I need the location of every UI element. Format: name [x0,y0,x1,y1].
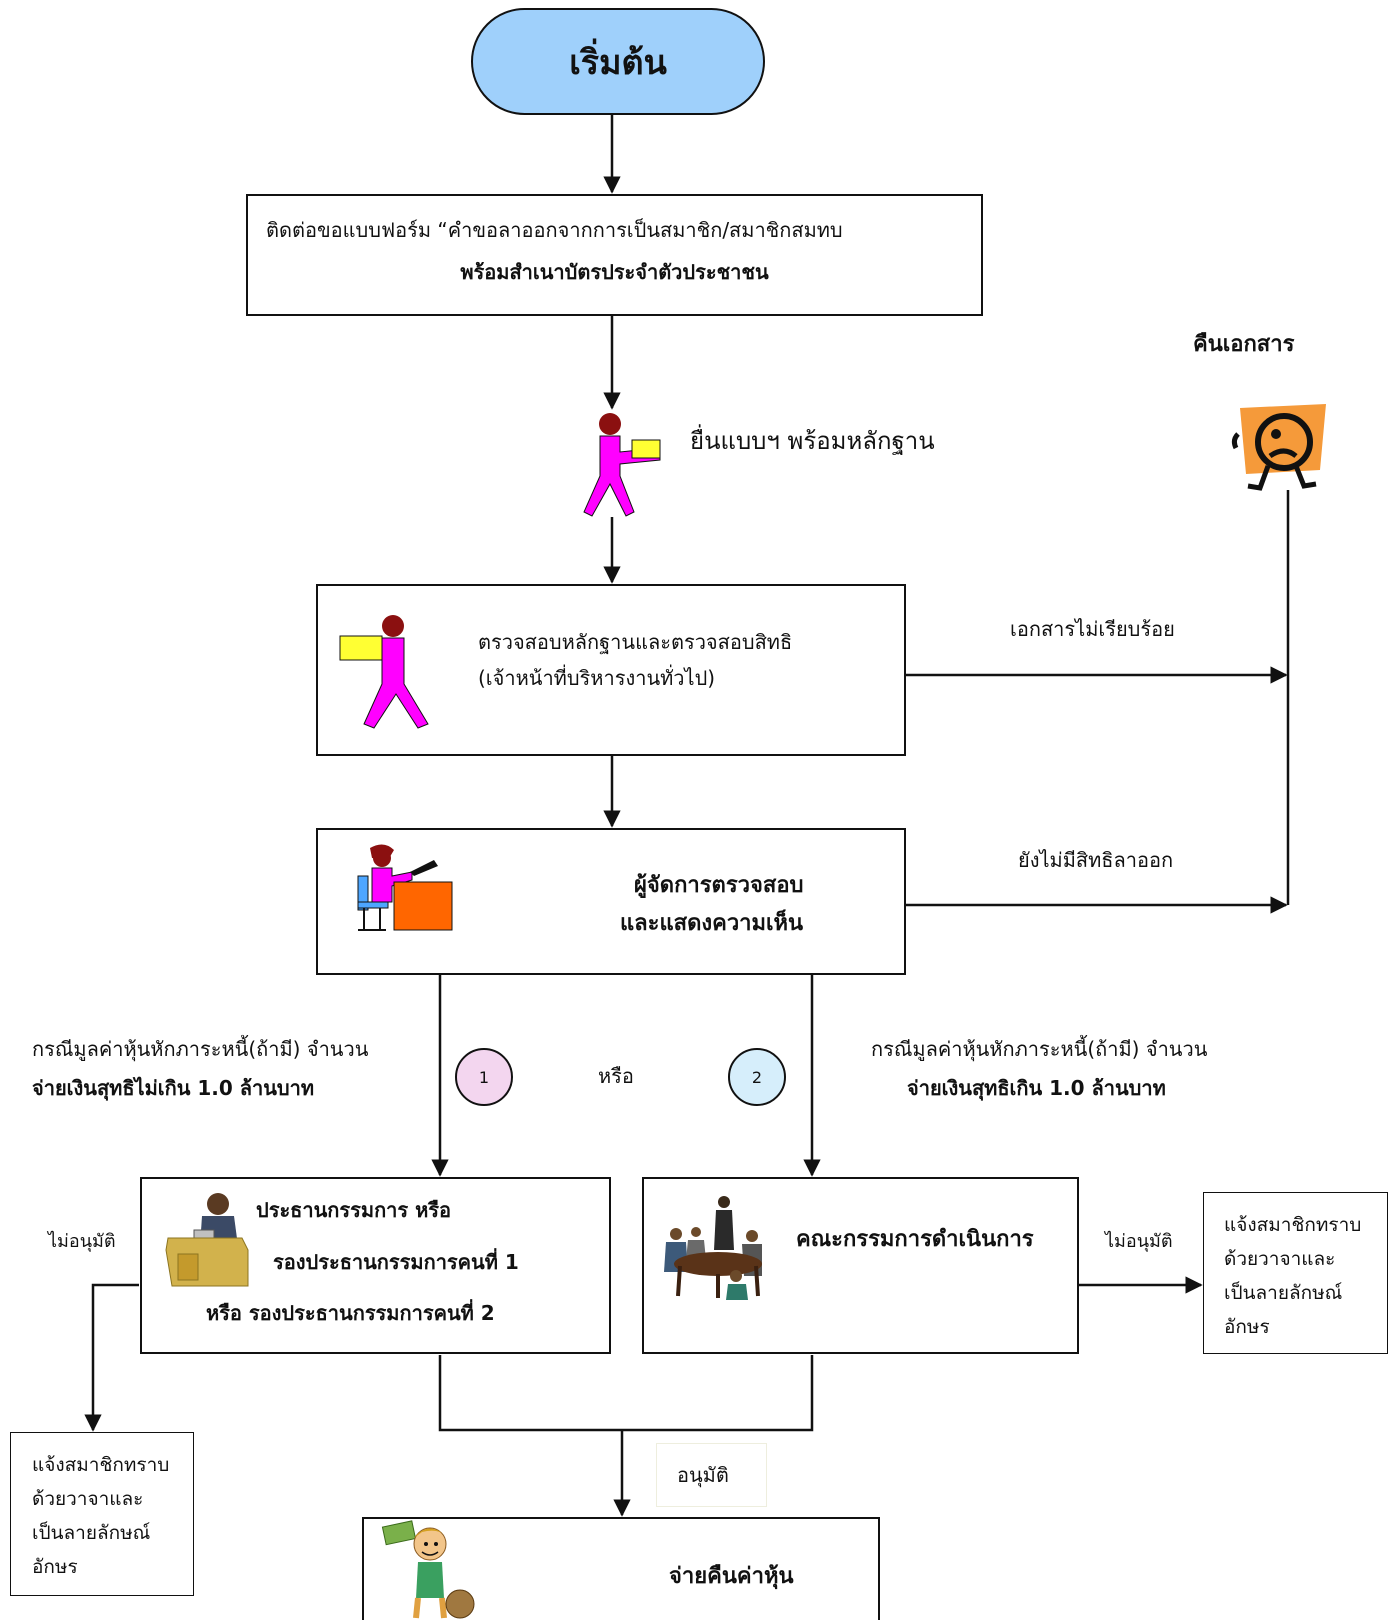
check-step-line1: ตรวจสอบหลักฐานและตรวจสอบสิทธิ [478,630,793,654]
or-label: หรือ [598,1064,634,1088]
notify-left-line4: อักษร [32,1556,78,1578]
no-right-label: ยังไม่มีสิทธิลาออก [1018,848,1174,872]
board-meeting-icon [664,1196,762,1300]
person-at-desk-icon [357,844,453,931]
person-with-document-icon [583,413,661,517]
unhappy-face-icon [1231,404,1326,491]
board-label: คณะกรรมการดำเนินการ [796,1227,1034,1252]
payout-label: จ่ายคืนค่าหุ้น [669,1564,794,1589]
person-holding-document-icon [339,615,429,729]
approved-label: อนุมัติ [677,1463,729,1487]
manager-step-line1: ผู้จัดการตรวจสอบ [634,873,804,898]
return-docs-label: คืนเอกสาร [1193,332,1295,357]
case1-badge: 1 [455,1048,513,1106]
case1-line2: จ่ายเงินสุทธิไม่เกิน 1.0 ล้านบาท [32,1076,315,1100]
arrow-chairman-to-notify-left [84,1283,139,1432]
board-approval-step [642,1177,1079,1354]
contact-step-line2: พร้อมสำเนาบัตรประจำตัวประชาชน [460,260,769,284]
manager-step-line2: และแสดงความเห็น [620,911,804,936]
notify-right-line4: อักษร [1224,1316,1270,1338]
line-merge-approval [438,1355,814,1432]
approved-label-box [656,1443,767,1507]
notify-left-line2: ด้วยวาจาและ [32,1488,144,1510]
notify-right-line2: ด้วยวาจาและ [1224,1248,1336,1270]
start-label: เริ่มต้น [569,42,667,83]
start-terminal: เริ่มต้น [471,8,765,115]
docs-incomplete-label: เอกสารไม่เรียบร้อย [1010,617,1175,641]
contact-step-line1: ติดต่อขอแบบฟอร์ม “คำขอลาออกจากการเป็นสมา… [266,218,843,242]
case2-badge: 2 [728,1048,786,1106]
notify-member-left [10,1432,194,1596]
notify-left-line1: แจ้งสมาชิกทราบ [32,1454,170,1476]
chairman-line1: ประธานกรรมการ หรือ [256,1198,452,1222]
notify-right-line1: แจ้งสมาชิกทราบ [1224,1214,1362,1236]
not-approved-right-label: ไม่อนุมัติ [1105,1231,1173,1252]
office-worker-icon [165,1193,249,1287]
case1-badge-number: 1 [478,1067,490,1087]
case1-line1: กรณีมูลค่าหุ้นหักภาระหนี้(ถ้ามี) จำนวน [32,1037,369,1061]
check-evidence-step [316,584,906,756]
chairman-line3: หรือ รองประธานกรรมการคนที่ 2 [206,1301,495,1325]
not-approved-left-label: ไม่อนุมัติ [48,1231,116,1252]
case2-line2: จ่ายเงินสุทธิเกิน 1.0 ล้านบาท [907,1076,1166,1100]
check-step-line2: (เจ้าหน้าที่บริหารงานทั่วไป) [478,666,716,690]
case2-line1: กรณีมูลค่าหุ้นหักภาระหนี้(ถ้ามี) จำนวน [871,1037,1208,1061]
case2-badge-number: 2 [751,1067,763,1087]
chairman-line2: รองประธานกรรมการคนที่ 1 [273,1250,519,1274]
money-character-icon [381,1520,475,1619]
notify-member-right [1203,1192,1388,1354]
notify-right-line3: เป็นลายลักษณ์ [1224,1282,1343,1304]
submit-label: ยื่นแบบฯ พร้อมหลักฐาน [690,427,935,455]
notify-left-line3: เป็นลายลักษณ์ [32,1522,151,1544]
contact-form-step [246,194,983,316]
